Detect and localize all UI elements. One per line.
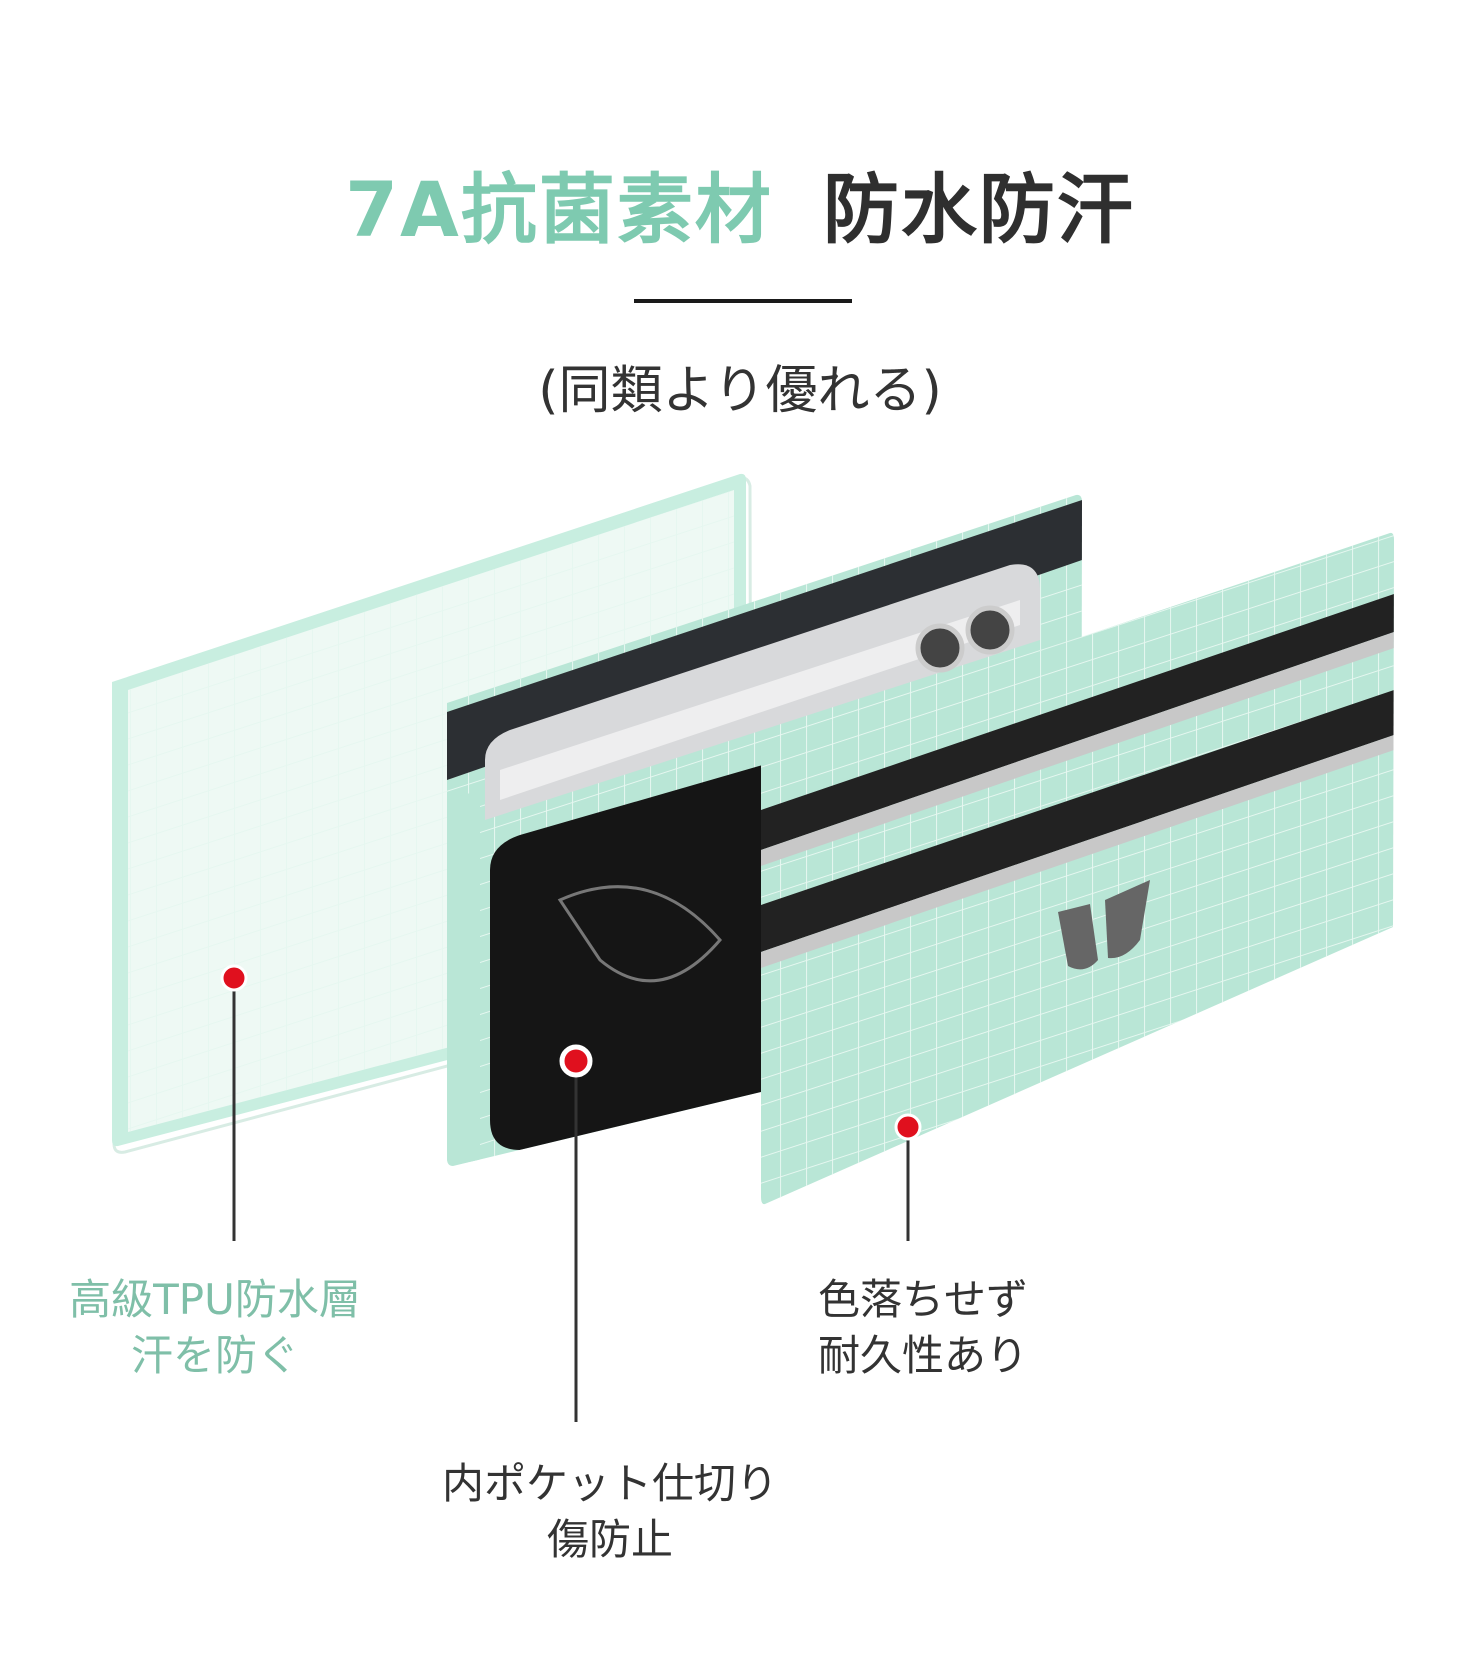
callout-marker-right	[894, 1113, 922, 1241]
page-title: 7A抗菌素材防水防汗	[0, 148, 1480, 258]
page-subtitle: (同類より優れる)	[538, 361, 942, 421]
callout-line: 汗を防ぐ	[130, 1331, 299, 1380]
title-waterproof: 防水防汗	[822, 165, 1135, 254]
callout-marker-middle	[559, 1044, 593, 1422]
callout-line: 色落ちせず	[818, 1275, 1029, 1324]
callout-line: 耐久性あり	[818, 1331, 1029, 1380]
callout-line: 高級TPU防水層	[69, 1275, 361, 1324]
title-antibacterial: 7A抗菌素材	[345, 165, 773, 254]
title-divider	[634, 299, 852, 303]
camera-lens-icon	[965, 605, 1015, 655]
brand-logo-icon	[1058, 880, 1150, 970]
camera-lens-icon	[915, 623, 965, 673]
callout-label-durable: 色落ちせず 耐久性あり	[818, 1272, 1138, 1384]
callout-marker-left	[220, 964, 248, 1241]
callout-line: 内ポケット仕切り	[441, 1459, 778, 1508]
callout-label-pocket: 内ポケット仕切り 傷防止	[420, 1456, 800, 1568]
callout-label-tpu: 高級TPU防水層 汗を防ぐ	[40, 1272, 390, 1384]
callout-line: 傷防止	[546, 1515, 673, 1564]
